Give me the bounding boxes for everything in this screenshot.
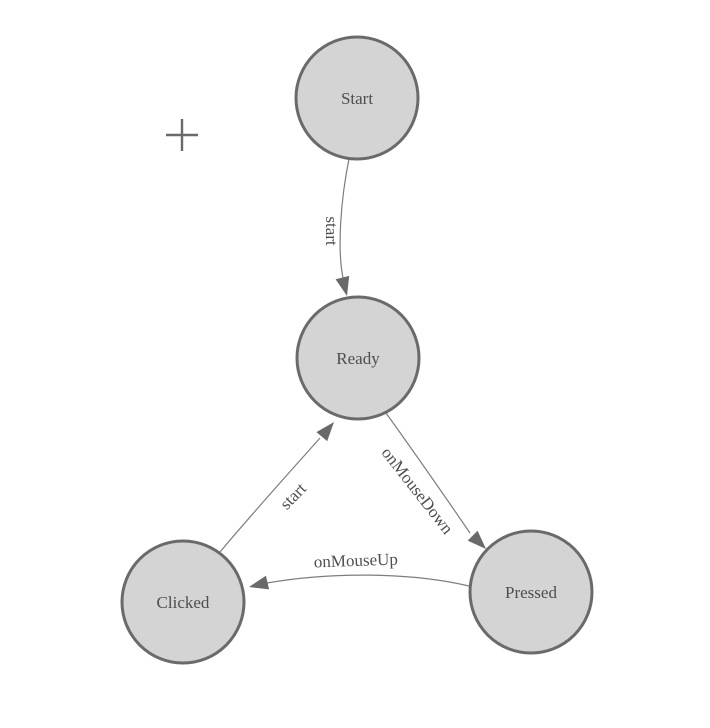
arrowhead-icon [249,575,270,590]
edge-ready-to-pressed[interactable]: onMouseDown [378,412,486,549]
edge-clicked-to-ready[interactable]: start [219,422,334,553]
state-circle[interactable] [120,539,246,665]
state-label: Start [341,89,373,108]
edge-label: start [276,479,310,513]
state-circle[interactable] [468,529,594,655]
edge-start-to-ready[interactable]: start [322,158,350,296]
edge-label: onMouseUp [313,550,398,572]
edge-label: start [322,216,341,246]
edge-pressed-to-clicked[interactable]: onMouseUp [249,550,470,590]
node-start[interactable]: Start [294,35,420,161]
crosshair-cursor-icon [166,119,198,151]
state-label: Pressed [505,583,557,602]
edge-path[interactable] [339,158,350,279]
node-clicked[interactable]: Clicked [120,539,246,665]
state-label: Ready [336,349,380,368]
node-pressed[interactable]: Pressed [468,529,594,655]
state-circle[interactable] [294,35,420,161]
arrowhead-icon [467,530,486,549]
node-ready[interactable]: Ready [295,295,421,421]
edge-path[interactable] [385,412,471,534]
arrowhead-icon [316,422,334,442]
arrowhead-icon [335,275,350,296]
edge-path[interactable] [266,574,470,587]
edge-path[interactable] [219,437,321,553]
state-circle[interactable] [295,295,421,421]
state-label: Clicked [157,593,210,612]
